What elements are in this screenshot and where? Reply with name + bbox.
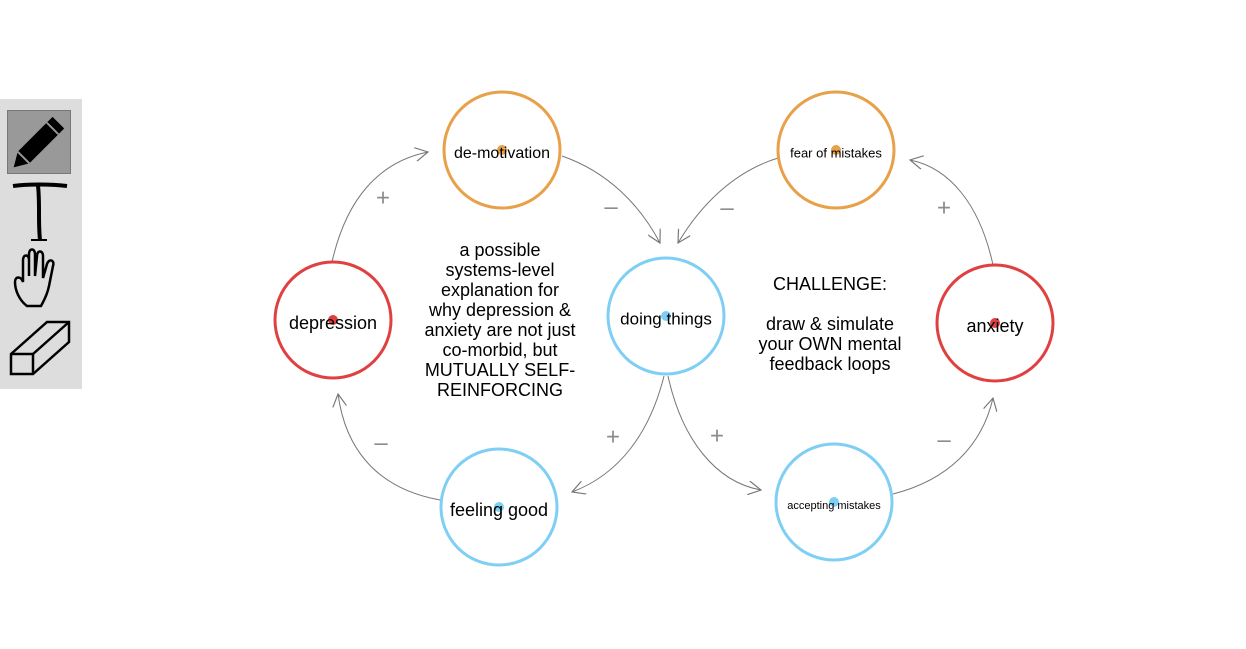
edge-doing-things-to-accepting-mistakes[interactable] [667, 375, 761, 490]
edges [331, 152, 994, 501]
sign-demotivation-doing-things: – [604, 194, 618, 221]
text-tool-button[interactable] [7, 178, 71, 242]
node-depression[interactable]: depression [273, 260, 393, 380]
node-demotivation[interactable]: de-motivation [442, 90, 562, 210]
node-fear-of-mistakes-label: fear of mistakes [790, 145, 882, 160]
sign-fear-doing-things: – [720, 195, 734, 222]
left-caption-line: co-morbid, but [442, 340, 557, 360]
node-accepting-mistakes-dot [829, 497, 839, 507]
text-icon [12, 182, 68, 241]
node-depression-ring[interactable] [273, 260, 393, 380]
left-caption-line: anxiety are not just [424, 320, 575, 340]
node-accepting-mistakes-label: accepting mistakes [787, 500, 881, 512]
node-doing-things-ring[interactable] [606, 256, 726, 376]
eraser-tool-button[interactable] [7, 314, 71, 378]
left-caption-line: systems-level [445, 260, 554, 280]
edge-accepting-mistakes-to-anxiety[interactable] [892, 398, 993, 495]
hand-icon [13, 248, 55, 308]
node-feeling-good[interactable]: feeling good [439, 447, 559, 567]
node-doing-things-dot [661, 311, 671, 321]
right-caption-title: CHALLENGE: [773, 274, 887, 294]
edge-signs: + – + – – + + – [374, 185, 951, 457]
node-fear-of-mistakes-dot [831, 145, 841, 155]
node-feeling-good-label: feeling good [450, 500, 548, 520]
left-caption-line: why depression & [428, 300, 571, 320]
right-caption-line: draw & simulate [766, 314, 894, 334]
pencil-tool-button[interactable] [7, 110, 71, 174]
node-doing-things-label: doing things [620, 309, 712, 328]
node-depression-dot [328, 315, 338, 325]
left-caption-line: a possible [459, 240, 540, 260]
left-caption-line: REINFORCING [437, 380, 563, 400]
node-doing-things[interactable]: doing things [606, 256, 726, 376]
right-caption-line: your OWN mental [758, 334, 901, 354]
node-feeling-good-dot [494, 502, 504, 512]
left-caption[interactable]: a possible systems-level explanation for… [424, 240, 575, 400]
right-caption[interactable]: CHALLENGE: draw & simulate your OWN ment… [758, 274, 901, 374]
node-accepting-mistakes-ring[interactable] [774, 442, 894, 562]
sign-doing-things-accepting: + [710, 423, 724, 450]
node-anxiety-label: anxiety [966, 316, 1023, 336]
sign-doing-things-feeling-good: + [606, 424, 620, 451]
node-demotivation-ring[interactable] [442, 90, 562, 210]
sign-feeling-good-depression: – [374, 430, 388, 457]
sign-accepting-anxiety: – [937, 427, 951, 454]
node-feeling-good-ring[interactable] [439, 447, 559, 567]
node-anxiety[interactable]: anxiety [935, 263, 1055, 383]
edge-anxiety-to-fear-of-mistakes[interactable] [910, 160, 994, 266]
toolbar [0, 99, 82, 389]
edge-feeling-good-to-depression[interactable] [338, 394, 441, 501]
node-depression-label: depression [289, 313, 377, 333]
edge-depression-to-demotivation[interactable] [331, 152, 428, 263]
pencil-icon [13, 116, 65, 168]
node-fear-of-mistakes-ring[interactable] [776, 90, 896, 210]
right-caption-line: feedback loops [769, 354, 890, 374]
node-anxiety-ring[interactable] [935, 263, 1055, 383]
node-fear-of-mistakes[interactable]: fear of mistakes [776, 90, 896, 210]
node-demotivation-label: de-motivation [454, 145, 550, 162]
eraser-icon [9, 320, 71, 376]
node-accepting-mistakes[interactable]: accepting mistakes [774, 442, 894, 562]
sign-anxiety-fear: + [937, 195, 951, 222]
edge-doing-things-to-feeling-good[interactable] [572, 375, 665, 492]
node-demotivation-dot [497, 145, 507, 155]
node-anxiety-dot [990, 318, 1000, 328]
left-caption-line: MUTUALLY SELF- [425, 360, 575, 380]
hand-tool-button[interactable] [7, 246, 71, 310]
edge-fear-of-mistakes-to-doing-things[interactable] [678, 157, 779, 243]
edge-demotivation-to-doing-things[interactable] [561, 155, 660, 243]
sign-depression-demotivation: + [376, 185, 390, 212]
left-caption-line: explanation for [441, 280, 559, 300]
